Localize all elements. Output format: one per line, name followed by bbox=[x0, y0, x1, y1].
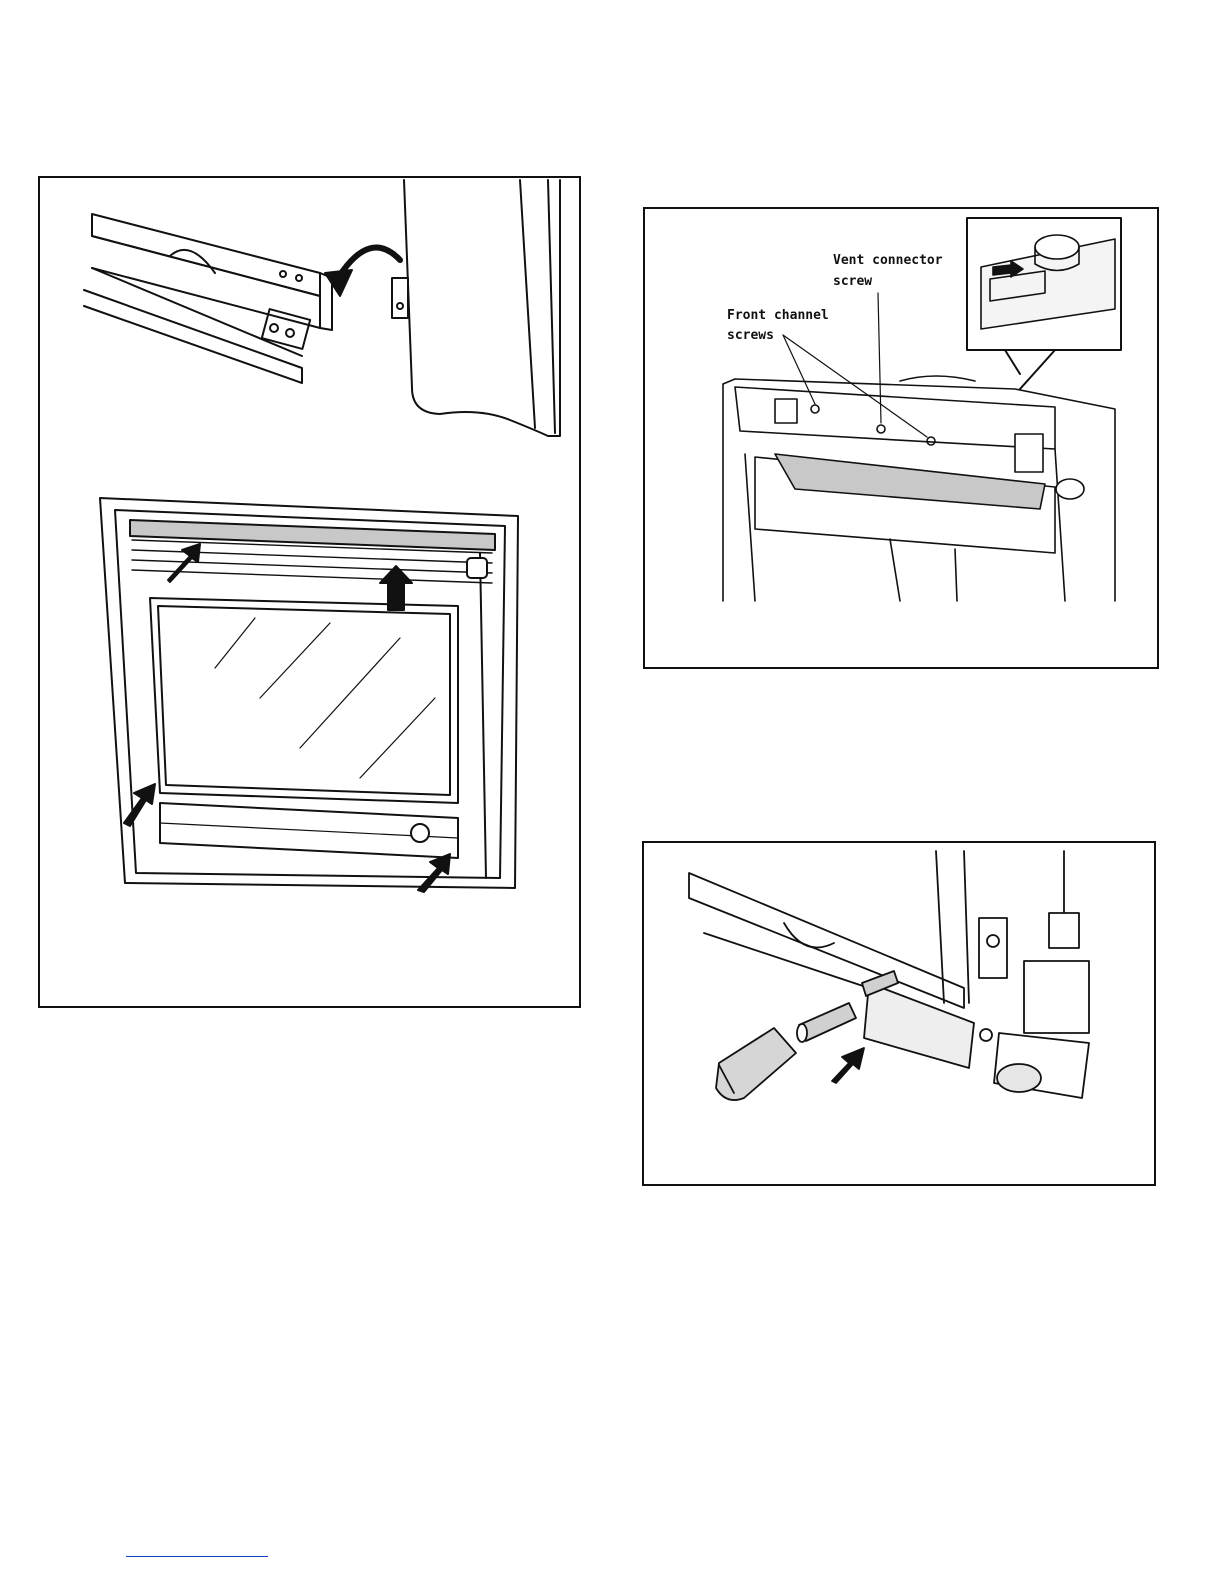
curved-arrow-icon bbox=[325, 248, 400, 296]
inset-detail bbox=[967, 218, 1121, 389]
knob-illustration bbox=[644, 843, 1154, 1184]
vent-connector-label-line2: screw bbox=[833, 274, 872, 289]
figure-left-panel bbox=[38, 176, 581, 1008]
front-channel-rail bbox=[84, 214, 332, 383]
front-channel-label-line2: screws bbox=[727, 328, 774, 343]
screws-illustration: Vent connector screw Front channel screw… bbox=[645, 209, 1157, 667]
control-knob bbox=[716, 1028, 796, 1100]
front-channel-label-line1: Front channel bbox=[727, 308, 829, 323]
insert-front-illustration bbox=[40, 178, 579, 1006]
footer-link-rule bbox=[126, 1556, 268, 1557]
insert-front bbox=[100, 498, 518, 892]
figure-knob-panel bbox=[642, 841, 1156, 1186]
side-panel bbox=[392, 180, 560, 436]
knob-sleeve bbox=[797, 1003, 856, 1042]
vent-connector-label-line1: Vent connector bbox=[833, 253, 943, 268]
arrow-install-icon bbox=[832, 1048, 864, 1083]
figure-screws-panel: Vent connector screw Front channel screw… bbox=[643, 207, 1159, 669]
